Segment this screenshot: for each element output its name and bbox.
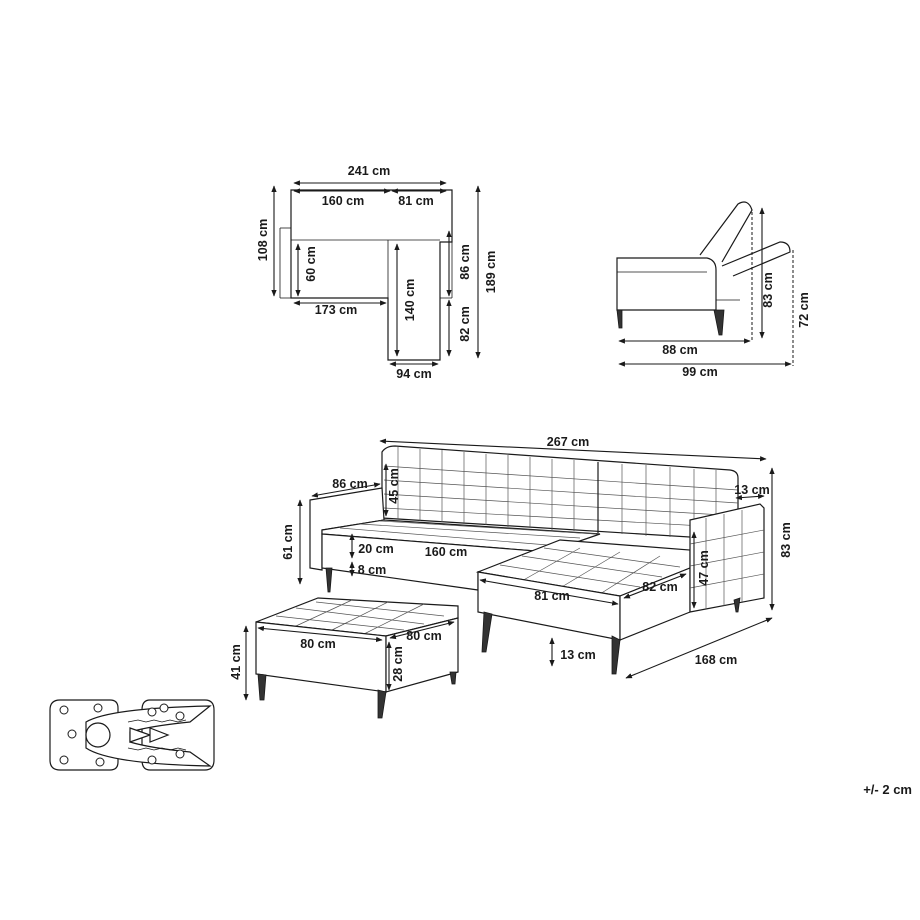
top-seat-depth-label: 60 cm <box>304 246 318 281</box>
main-chaise-width-label: 82 cm <box>642 580 677 594</box>
hinge-mechanism-detail <box>49 699 215 771</box>
side-reclined-height-label: 83 cm <box>761 272 775 307</box>
side-view: 83 cm 72 cm 88 cm 99 cm <box>616 201 811 379</box>
main-arm-width-label: 13 cm <box>734 483 769 497</box>
main-view: 267 cm 86 cm 45 cm 13 cm 83 cm 61 cm 20 … <box>281 435 793 679</box>
ottoman-depth-label: 80 cm <box>406 629 441 643</box>
main-arm-height-label: 61 cm <box>281 524 295 559</box>
top-seat-width-label: 160 cm <box>322 194 364 208</box>
top-view: 241 cm 160 cm 81 cm 108 cm 60 cm 173 cm … <box>256 164 498 381</box>
main-total-width-label: 267 cm <box>547 435 589 449</box>
top-view-outline <box>290 189 453 361</box>
main-right-armrest <box>689 503 765 613</box>
main-seat-length-label: 160 cm <box>425 545 467 559</box>
side-view-reclined-back <box>721 241 791 277</box>
side-view-backrest <box>699 201 753 263</box>
main-total-height-label: 83 cm <box>779 522 793 557</box>
top-chaise-length-label: 140 cm <box>403 279 417 321</box>
tolerance-note: +/- 2 cm <box>863 782 912 797</box>
main-cushion-depth-label: 20 cm <box>358 542 393 556</box>
top-total-length-label: 189 cm <box>484 251 498 293</box>
ottoman-width-label: 80 cm <box>300 637 335 651</box>
ottoman: 80 cm 80 cm 41 cm 28 cm <box>229 597 459 719</box>
side-seat-height-label: 72 cm <box>797 292 811 327</box>
top-chaise-top-width-label: 81 cm <box>398 194 433 208</box>
ottoman-cushion-height-label: 28 cm <box>391 646 405 681</box>
top-chaise-width-label: 94 cm <box>396 367 431 381</box>
main-chaise-length-label: 81 cm <box>534 589 569 603</box>
top-chaise-upper-label: 86 cm <box>458 244 472 279</box>
top-depth-label: 108 cm <box>256 219 270 261</box>
top-chaise-lower-label: 82 cm <box>458 306 472 341</box>
main-total-depth-label: 168 cm <box>695 653 737 667</box>
main-backrest-height-label: 45 cm <box>387 468 401 503</box>
top-total-width-label: 241 cm <box>348 164 390 178</box>
main-leg-clearance-label: 8 cm <box>358 563 387 577</box>
side-reclined-depth-label: 99 cm <box>682 365 717 379</box>
side-depth-label: 88 cm <box>662 343 697 357</box>
main-arm-depth-label: 86 cm <box>332 477 367 491</box>
main-chaise-height-label: 47 cm <box>697 550 711 585</box>
main-leg-height-label: 13 cm <box>560 648 595 662</box>
top-lower-width-label: 173 cm <box>315 303 357 317</box>
ottoman-height-label: 41 cm <box>229 644 243 679</box>
side-view-body <box>616 257 717 311</box>
